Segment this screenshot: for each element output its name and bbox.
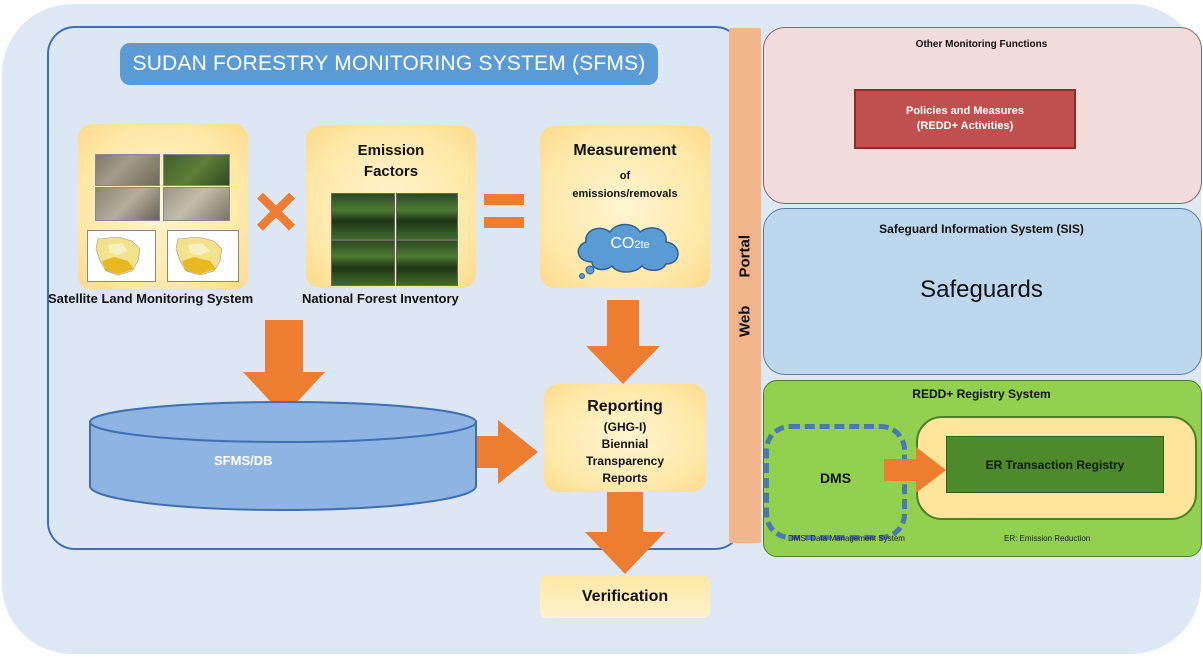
policies-measures-line-1: Policies and Measures — [906, 105, 1024, 117]
database-label: SFMS/DB — [214, 453, 273, 468]
dms-label: DMS — [819, 470, 852, 486]
arrow-dms-to-registry — [884, 447, 946, 493]
sfms-database-cylinder — [89, 401, 477, 511]
equals-operator — [484, 188, 524, 233]
multiply-operator: × — [253, 169, 299, 254]
emission-factors-title-2: Factors — [363, 163, 419, 180]
satellite-image — [163, 154, 230, 186]
co2-label: CO2te — [600, 235, 660, 253]
reporting-line: Reports — [602, 471, 648, 485]
er-transaction-registry: ER Transaction Registry — [946, 436, 1164, 493]
reporting-line: (GHG-I) — [603, 420, 647, 434]
safeguard-title: Safeguard Information System (SIS) — [879, 222, 1084, 236]
co2-sub: 2te — [634, 239, 650, 251]
emission-factors-title-1: Emission — [357, 142, 425, 159]
forest-photo — [396, 240, 458, 286]
forest-photo — [331, 240, 395, 286]
redd-registry-title: REDD+ Registry System — [912, 387, 1051, 401]
nfi-caption: National Forest Inventory — [302, 291, 459, 306]
reporting-line: Transparency — [585, 454, 665, 468]
arrow-measurement-to-reporting — [586, 300, 660, 384]
safeguard-panel — [763, 208, 1202, 375]
forest-photo — [396, 193, 458, 240]
safeguards-label: Safeguards — [920, 276, 1043, 303]
satellite-image — [163, 187, 230, 221]
satellite-image — [95, 187, 160, 221]
satellite-image — [95, 154, 160, 186]
er-note: ER: Emission Reduction — [1004, 534, 1091, 543]
measurement-sub-2: emissions/removals — [572, 188, 678, 200]
reporting-box: Reporting (GHG-I) Biennial Transparency … — [544, 384, 706, 492]
arrow-satellite-to-db — [243, 320, 325, 416]
forest-photo — [331, 193, 395, 240]
arrow-db-to-reporting — [458, 420, 538, 484]
dms-note: DMS: Data Management System — [788, 534, 905, 543]
sudan-map-image — [167, 230, 239, 282]
sfms-title: SUDAN FORESTRY MONITORING SYSTEM (SFMS) — [120, 43, 658, 85]
co2-cloud-icon — [577, 223, 679, 279]
verification-box: Verification — [540, 576, 710, 618]
co2-main: CO — [610, 235, 635, 252]
other-monitoring-title: Other Monitoring Functions — [915, 39, 1048, 50]
measurement-sub-1: of — [619, 170, 631, 182]
reporting-title: Reporting — [587, 398, 663, 415]
web-portal-bar: Web Portal — [729, 28, 761, 543]
sudan-map-image — [87, 230, 156, 282]
web-portal-label: Web Portal — [736, 234, 754, 337]
policies-measures-line-2: (REDD+ Activities) — [916, 120, 1014, 132]
policies-measures-box: Policies and Measures (REDD+ Activities) — [854, 89, 1076, 149]
arrow-reporting-to-verification — [585, 492, 665, 574]
dms-box — [764, 424, 907, 540]
measurement-title: Measurement — [573, 142, 677, 159]
reporting-line: Biennial — [601, 437, 649, 451]
satellite-caption: Satellite Land Monitoring System — [48, 291, 254, 306]
